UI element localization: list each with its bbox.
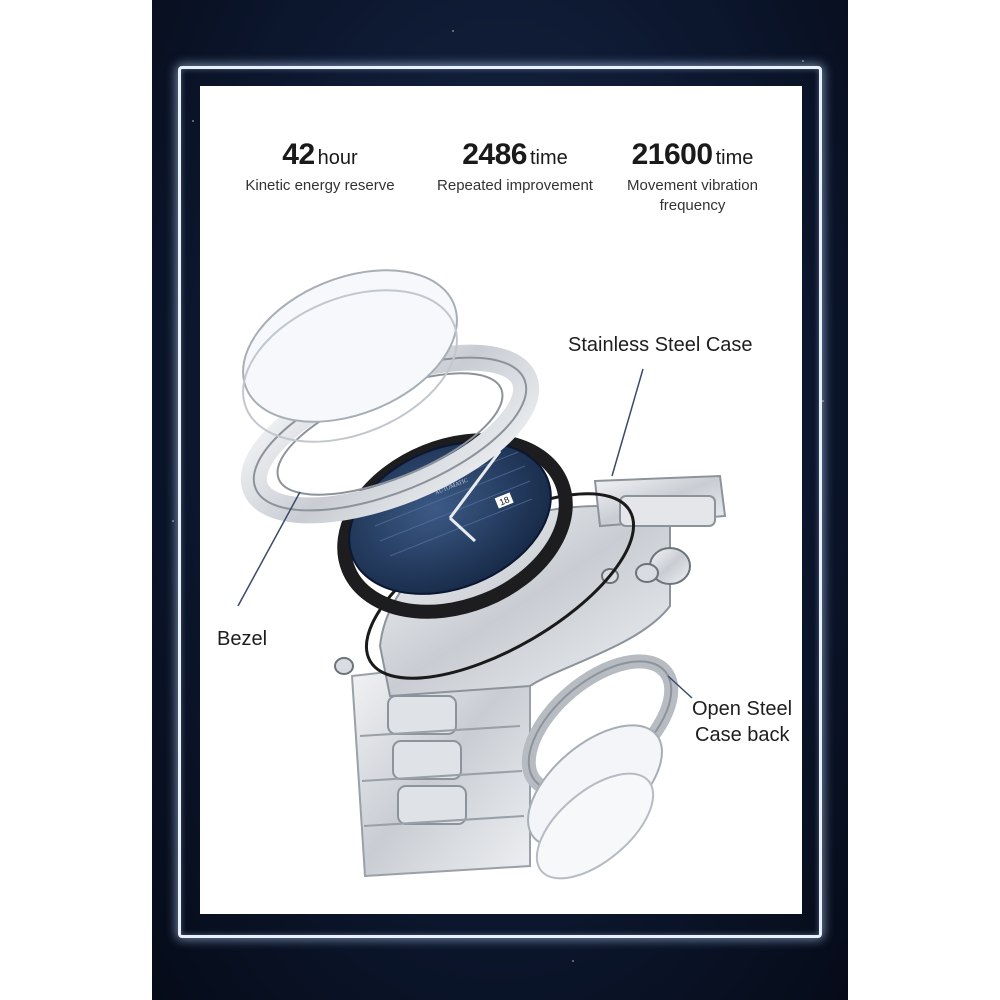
label-caseback-line1: Open Steel [692,698,793,720]
stat-unit: hour [317,147,358,169]
stat-unit: time [529,147,568,169]
label-bezel: Bezel [217,628,268,650]
exploded-watch-illustration: 18 SPECHTAHAWE AUTOMATIC [237,269,727,880]
stat-description: Repeated improvement [437,177,593,194]
sapphire-crystal [242,269,458,443]
bracelet-links [350,654,531,878]
stat-description: Movement vibration frequency [627,177,758,214]
stat-number: 42 [282,138,315,171]
stat-description: Kinetic energy reserve [245,177,395,194]
pointer-case [611,368,644,477]
stat-number: 2486 [462,138,527,171]
stat-unit: time [715,147,754,169]
glowing-frame [178,66,822,938]
pointer-caseback [667,675,693,699]
label-stainless-steel-case: Stainless Steel Case [568,334,753,356]
open-case-back [521,654,679,880]
crown-and-screws [334,547,691,675]
pointer-bezel [237,491,301,607]
date-window: 18 [498,494,511,507]
label-caseback-line2: Case back [695,724,790,746]
stat-number: 21600 [631,138,713,171]
